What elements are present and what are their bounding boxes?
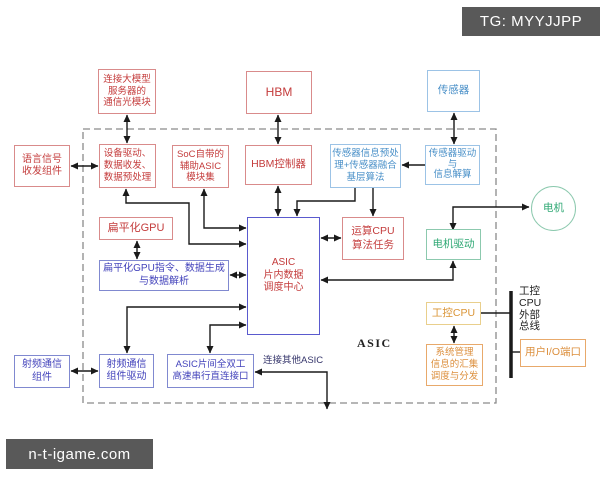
watermark-top-right: TG: MYYJJPP: [462, 7, 600, 36]
edge-center-interlink: [206, 321, 247, 354]
node-flat-gpu: 扁平化GPU: [99, 217, 173, 240]
edge-pre-center: [293, 188, 356, 217]
node-device-drive: 设备驱动、 数据收发、 数据预处理: [99, 144, 156, 188]
node-gpu-instruction: 扁平化GPU指令、数据生成 与数据解析: [99, 260, 229, 291]
edge-socaux-center: [200, 188, 247, 232]
node-industrial-cpu: 工控CPU: [426, 302, 481, 325]
node-soc-aux-asic: SoC自带的 辅助ASIC 模块集: [172, 145, 229, 188]
node-compute-cpu: 运算CPU 算法任务: [342, 217, 404, 260]
external-bus-label: 工控 CPU 外部 总线: [519, 285, 542, 333]
node-sensor-preprocess: 传感器信息预处 理+传感器融合 基层算法: [330, 144, 401, 188]
node-asic-dispatch-center: ASIC 片内数据 调度中心: [247, 217, 320, 335]
node-user-io: 用户I/O端口: [520, 339, 586, 367]
connect-other-asic-label: 连接其他ASIC: [263, 355, 324, 366]
watermark-bottom-left: n-t-igame.com: [6, 439, 153, 469]
edge-center-motordrive: [320, 260, 457, 284]
node-motor: 电机: [531, 186, 576, 231]
node-asic-interlink: ASIC片间全双工 高速串行直连接口: [167, 354, 254, 388]
node-motor-drive: 电机驱动: [426, 229, 481, 260]
edge-center-rfdrive: [123, 303, 247, 354]
node-rf-drive: 射频通信 组件驱动: [99, 354, 154, 388]
node-hbm: HBM: [246, 71, 312, 114]
edge-motordrive-motor: [449, 203, 530, 231]
node-speech-io: 语言信号 收发组件: [14, 145, 70, 187]
asic-region-label: ASIC: [357, 336, 392, 350]
node-rf-component: 射频通信 组件: [14, 355, 70, 388]
node-hbm-controller: HBM控制器: [245, 145, 312, 185]
node-sensor: 传感器: [427, 70, 480, 112]
edge-devdrive-center: [122, 188, 247, 248]
node-comm-optical: 连接大模型 服务器的 通信光模块: [98, 69, 156, 114]
node-sys-mgmt: 系统管理 信息的汇集 调度与分发: [426, 344, 483, 386]
node-sensor-drive: 传感器驱动 与 信息解算: [425, 145, 480, 185]
edge-interlink-other-asic: [254, 368, 331, 410]
